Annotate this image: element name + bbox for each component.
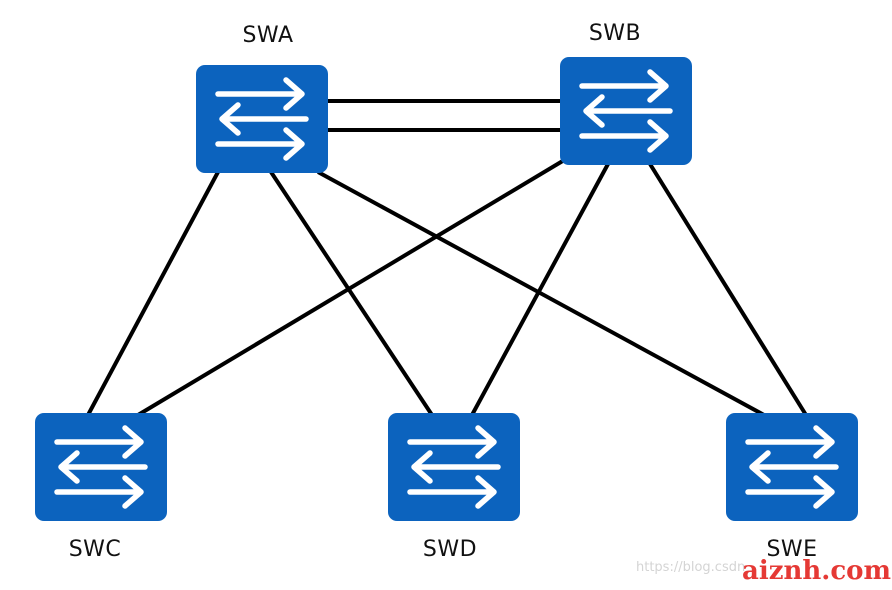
switch-swd: [388, 413, 520, 521]
watermark-url: https://blog.csdn: [636, 560, 746, 575]
switch-label-swc: SWC: [68, 537, 122, 562]
switch-arrows-icon: [407, 425, 501, 509]
switch-swa: [196, 65, 328, 173]
switch-arrows-icon: [745, 425, 839, 509]
link-swa-swd: [269, 170, 434, 417]
link-swa-swe: [317, 170, 765, 417]
link-swa-swc: [86, 171, 220, 416]
watermark-brand: aiznh.com: [742, 556, 892, 586]
switch-arrows-icon: [54, 425, 148, 509]
link-swb-swe: [648, 162, 808, 417]
switch-label-swe: SWE: [766, 537, 818, 562]
switch-label-swd: SWD: [422, 537, 478, 562]
switch-label-swb: SWB: [588, 21, 642, 46]
link-swb-swc: [136, 157, 568, 417]
switch-swc: [35, 413, 167, 521]
switch-arrows-icon: [579, 69, 673, 153]
switch-swe: [726, 413, 858, 521]
switch-arrows-icon: [215, 77, 309, 161]
switch-label-swa: SWA: [242, 23, 294, 48]
switch-swb: [560, 57, 692, 165]
link-swb-swd: [470, 163, 610, 416]
